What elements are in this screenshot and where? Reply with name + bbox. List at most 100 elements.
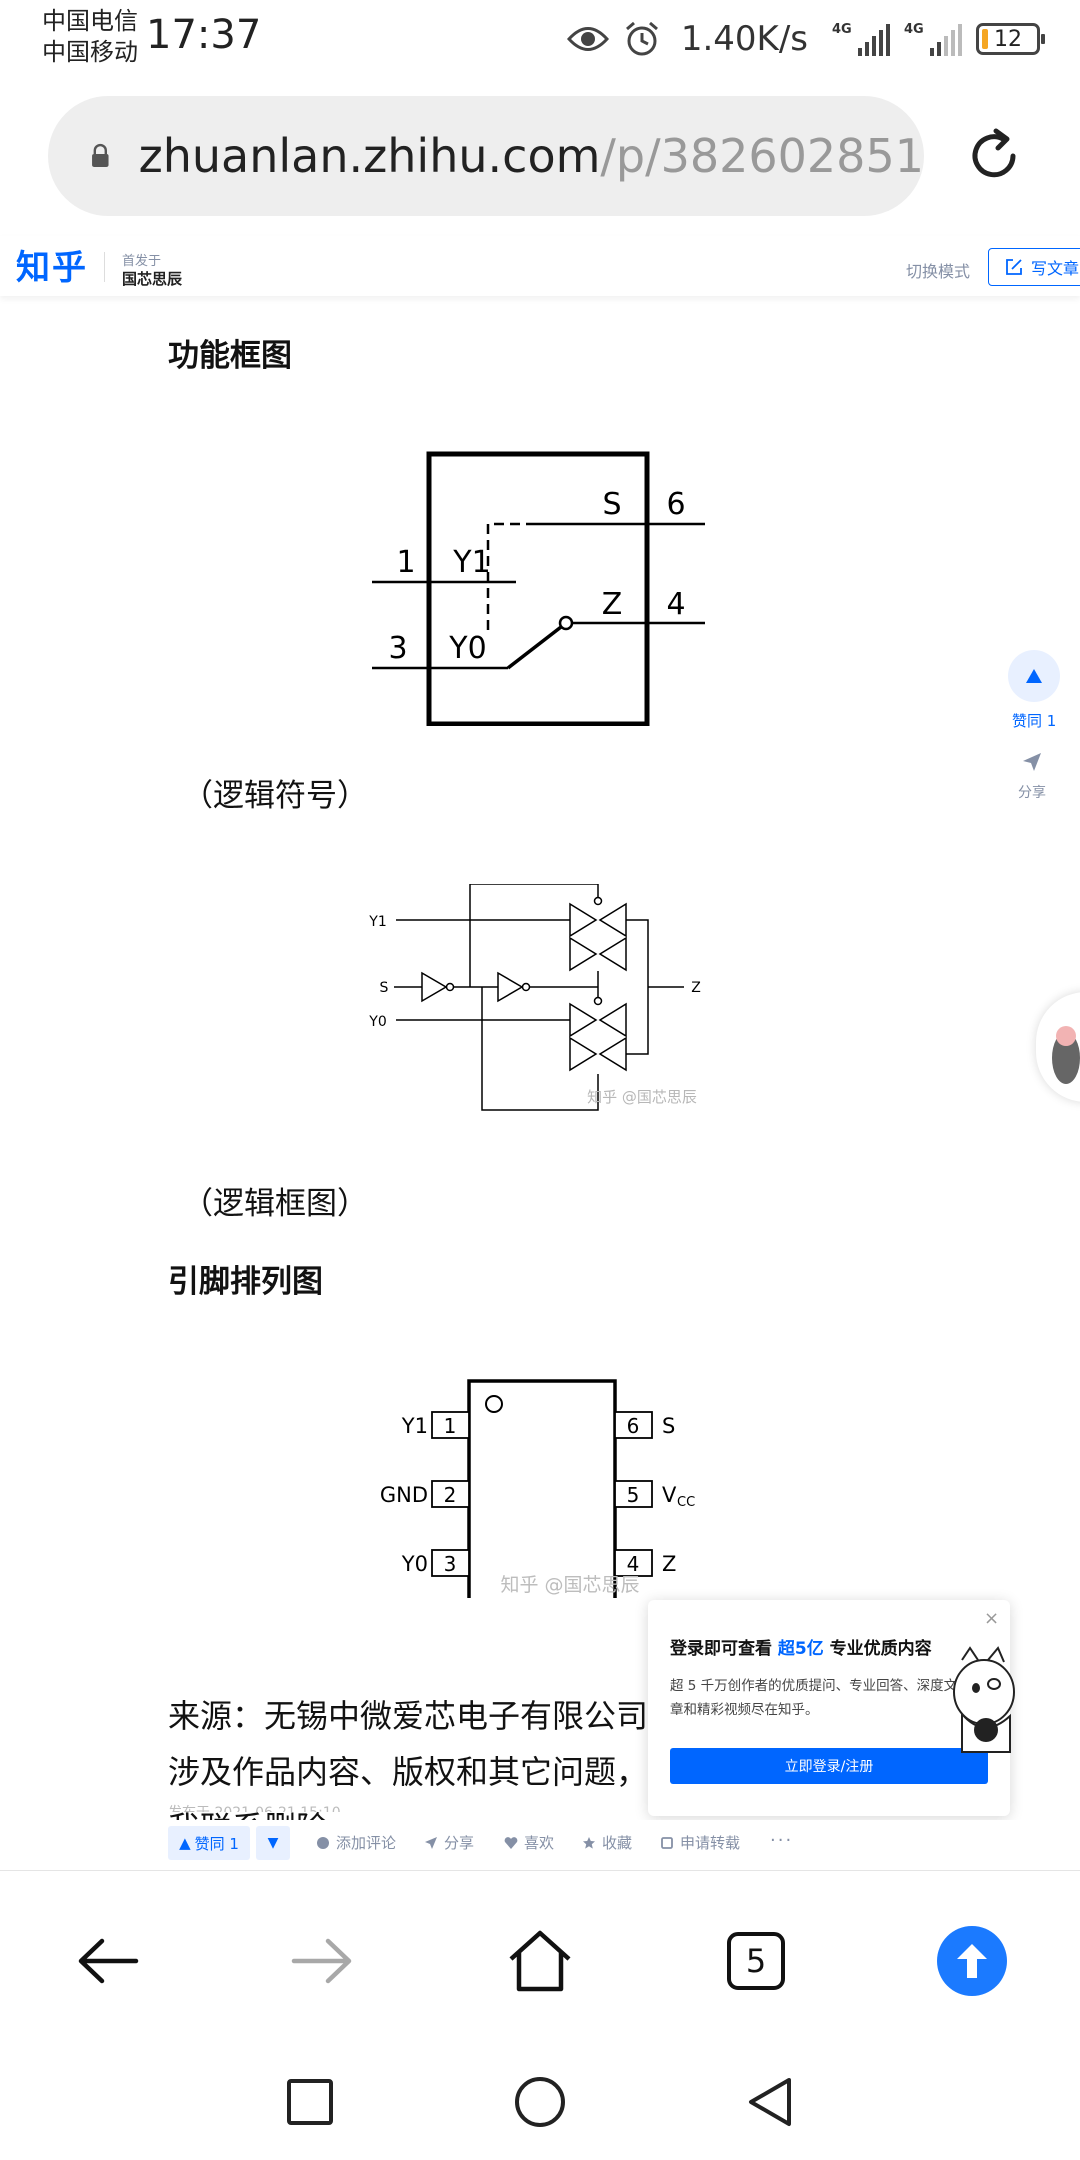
pin-5-name: V: [662, 1483, 677, 1507]
address-bar[interactable]: zhuanlan.zhihu.com/p/382602851: [48, 96, 924, 216]
network-type-1: 4G: [832, 22, 852, 37]
published-date: 发布于 2021-06-21 15:10: [168, 1802, 341, 1812]
repost-request-label: 申请转载: [680, 1834, 741, 1852]
column-name[interactable]: 国芯思辰: [122, 270, 183, 288]
reload-icon: [972, 128, 1016, 178]
home-nav-button[interactable]: [510, 2072, 570, 2132]
write-article-label: 写文章: [1031, 259, 1080, 278]
like-label: 喜欢: [524, 1834, 555, 1852]
scroll-top-button[interactable]: [932, 1921, 1012, 2001]
pin-6-name: S: [662, 1414, 675, 1438]
tab-count: 5: [727, 1932, 785, 1990]
like-button[interactable]: 喜欢: [504, 1832, 554, 1853]
diagram-watermark: 知乎 @国芯思辰: [587, 1088, 697, 1106]
forward-button[interactable]: [282, 1921, 362, 2001]
diagram-y0-label: Y0: [368, 1014, 386, 1030]
share-button[interactable]: 分享: [424, 1832, 474, 1853]
triangle-up-icon: [1026, 669, 1042, 683]
carrier-1: 中国电信: [42, 7, 138, 35]
downvote-button[interactable]: ▼: [256, 1826, 290, 1860]
upvote-label: 赞同 1: [194, 1834, 239, 1853]
logic-block-diagram: Y1 S Y0 Z 知乎 @国芯思辰: [368, 884, 701, 1111]
pin-y0-label: Y0: [448, 631, 486, 666]
recents-button[interactable]: [280, 2072, 340, 2132]
login-register-button[interactable]: 立即登录/注册: [670, 1748, 988, 1784]
url-text[interactable]: zhuanlan.zhihu.com/p/382602851: [139, 129, 924, 183]
comment-icon: [317, 1836, 329, 1849]
url-domain: zhuanlan.zhihu.com: [138, 129, 601, 183]
pin-3-number: 3: [444, 1552, 457, 1576]
add-comment-button[interactable]: 添加评论: [316, 1832, 396, 1853]
arrow-left-icon: [78, 1938, 139, 1984]
zhihu-logo[interactable]: 知乎: [16, 248, 88, 288]
pin-y0-number: 3: [388, 631, 407, 666]
system-navigation-bar: [0, 2046, 1080, 2160]
published-in-label: 首发于: [122, 254, 162, 269]
section-heading-pinout: 引脚排列图: [168, 1264, 323, 1300]
status-bar: 中国电信 中国移动 17:37 1.40K/s 4G 4G 12: [0, 0, 1080, 78]
pin-5-name-subscript: CC: [677, 1495, 695, 1510]
zhihu-header: 知乎 首发于 国芯思辰 切换模式 写文章: [0, 236, 1080, 296]
pin-z-label: Z: [602, 587, 623, 622]
circle-icon: [515, 2077, 565, 2127]
add-comment-label: 添加评论: [336, 1834, 397, 1852]
close-icon[interactable]: ×: [984, 1608, 1000, 1629]
login-title-suffix: 专业优质内容: [823, 1639, 932, 1659]
pin-s-label: S: [602, 487, 621, 522]
back-button[interactable]: [68, 1921, 148, 2001]
caption-logic-symbol: （逻辑符号）: [182, 778, 368, 814]
switch-mode-link[interactable]: 切换模式: [906, 262, 971, 281]
collect-label: 收藏: [602, 1834, 633, 1852]
back-nav-button[interactable]: [740, 2072, 800, 2132]
status-icons: 1.40K/s 4G 4G 12: [566, 14, 1045, 64]
repost-request-button[interactable]: 申请转载: [660, 1832, 740, 1853]
login-popup-title: 登录即可查看 超5亿 专业优质内容: [670, 1634, 932, 1659]
login-popup: × 登录即可查看 超5亿 专业优质内容 超 5 千万创作者的优质提问、专业回答、…: [648, 1600, 1015, 1816]
pin-z-number: 4: [666, 587, 685, 622]
login-popup-description: 超 5 千万创作者的优质提问、专业回答、深度文章和精彩视频尽在知乎。: [670, 1678, 958, 1718]
scroll-top-circle: [937, 1926, 1007, 1996]
network-type-2: 4G: [904, 22, 924, 37]
side-like-label[interactable]: 赞同 1: [1012, 712, 1057, 730]
tabs-button[interactable]: 5: [716, 1921, 796, 2001]
edit-icon: [1006, 259, 1022, 275]
liukanshan-mascot-icon: [953, 1646, 1015, 1753]
alarm-icon: [625, 21, 658, 56]
section-heading-block-diagram: 功能框图: [168, 338, 292, 374]
collect-button[interactable]: 收藏: [582, 1832, 632, 1853]
net-speed: 1.40K/s: [680, 19, 808, 59]
header-divider: [104, 252, 105, 282]
home-button[interactable]: [500, 1921, 580, 2001]
side-share-label[interactable]: 分享: [1018, 785, 1046, 801]
browser-toolbar: 5: [0, 1870, 1080, 2046]
paper-plane-icon[interactable]: [1022, 752, 1042, 772]
battery-icon: 12: [976, 23, 1045, 55]
arrow-up-icon: [957, 1944, 987, 1978]
mascot-float-button[interactable]: [1036, 992, 1080, 1102]
write-article-button[interactable]: 写文章: [988, 248, 1080, 286]
pinout-diagram: 1 2 3 Y1 GND Y0 6 5 4 S V CC Z 知乎 @国芯思辰: [380, 1379, 695, 1598]
caret-down-icon: ▼: [267, 1835, 279, 1851]
pin-y1-label: Y1: [452, 545, 490, 580]
logic-symbol-diagram: 1 Y1 3 Y0 S 6 Z 4: [372, 451, 705, 726]
reload-button[interactable]: [958, 120, 1030, 192]
pin-4-name: Z: [662, 1552, 676, 1576]
heart-icon: [504, 1836, 518, 1849]
mascot-icon: [1052, 1026, 1080, 1084]
carrier-names: 中国电信 中国移动: [42, 6, 138, 68]
carrier-2: 中国移动: [42, 38, 138, 66]
triangle-back-icon: [749, 2078, 791, 2126]
share-icon: [425, 1836, 437, 1849]
pin-2-number: 2: [444, 1483, 457, 1507]
more-options-button[interactable]: ···: [770, 1830, 794, 1851]
upvote-button[interactable]: ▲赞同 1: [168, 1826, 250, 1860]
signal-1-icon: 4G: [832, 22, 890, 56]
pin-3-name: Y0: [401, 1552, 428, 1576]
signal-2-icon: 4G: [904, 22, 962, 56]
pin-y1-number: 1: [396, 545, 415, 580]
pin-1-name: Y1: [401, 1414, 428, 1438]
article-action-bar: ▲赞同 1 ▼ 添加评论 分享 喜欢 收藏 申请转载 ···: [0, 1820, 1080, 1870]
copyright-icon: [661, 1836, 673, 1849]
side-like-button[interactable]: [1008, 650, 1060, 702]
url-path: /p/382602851: [600, 129, 924, 183]
